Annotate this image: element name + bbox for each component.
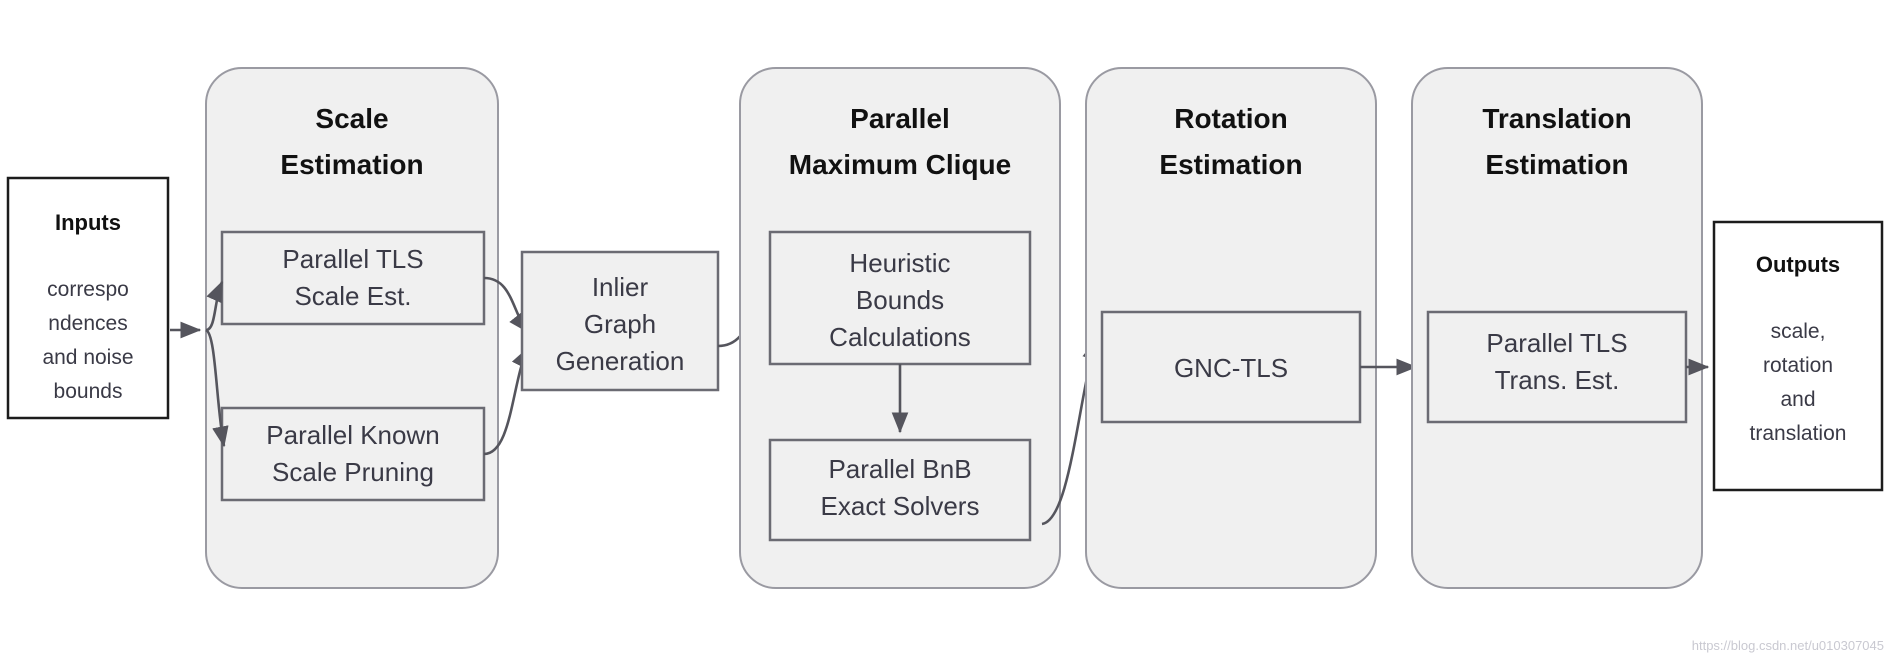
outputs-line-1: rotation bbox=[1763, 354, 1833, 377]
inputs-box bbox=[6, 176, 170, 420]
arrow-split-to-parallel-known-scale-pruning bbox=[205, 328, 229, 448]
scale-estimation-title-line-0: Scale bbox=[315, 103, 388, 134]
parallel-tls-trans-est-line-0: Parallel TLS bbox=[1486, 328, 1627, 358]
parallel-tls-trans-est-line-1: Trans. Est. bbox=[1495, 365, 1620, 395]
parallel-bnb-line-1: Exact Solvers bbox=[821, 491, 980, 521]
inlier-graph-generation-box[interactable] bbox=[520, 250, 720, 392]
gnc-tls-label: GNC-TLS bbox=[1174, 353, 1288, 383]
gnc-tls-box[interactable] bbox=[1100, 310, 1362, 424]
parallel-tls-scale-est-box[interactable] bbox=[220, 230, 486, 326]
outputs-line-3: translation bbox=[1750, 422, 1847, 445]
watermark-text: https://blog.csdn.net/u010307045 bbox=[1692, 638, 1884, 653]
translation-estimation-title-line-1: Estimation bbox=[1485, 149, 1628, 180]
inlier-graph-line-2: Generation bbox=[556, 346, 685, 376]
stage-translation-estimation: Translation Estimation Parallel TLS Tran… bbox=[1411, 67, 1703, 589]
inputs-line-3: bounds bbox=[54, 380, 123, 403]
outputs-title: Outputs bbox=[1756, 252, 1840, 277]
heuristic-bounds-line-0: Heuristic bbox=[849, 248, 950, 278]
heuristic-bounds-line-1: Bounds bbox=[856, 285, 944, 315]
parallel-maximum-clique-title-line-1: Maximum Clique bbox=[789, 149, 1011, 180]
outputs-block: Outputs scale, rotation and translation bbox=[1712, 220, 1884, 492]
parallel-known-scale-pruning-line-1: Scale Pruning bbox=[272, 457, 434, 487]
parallel-maximum-clique-title-line-0: Parallel bbox=[850, 103, 950, 134]
arrow-split-to-parallel-tls-scale-est bbox=[205, 280, 224, 332]
inlier-graph-line-1: Graph bbox=[584, 309, 656, 339]
rotation-estimation-title-line-1: Estimation bbox=[1159, 149, 1302, 180]
stage-parallel-maximum-clique: Parallel Maximum Clique Heuristic Bounds… bbox=[739, 67, 1061, 589]
parallel-bnb-line-0: Parallel BnB bbox=[828, 454, 971, 484]
inputs-line-0: correspo bbox=[47, 278, 129, 301]
rotation-estimation-title-line-0: Rotation bbox=[1174, 103, 1288, 134]
inputs-block: Inputs correspo ndences and noise bounds bbox=[6, 176, 170, 420]
parallel-tls-scale-est-line-0: Parallel TLS bbox=[282, 244, 423, 274]
scale-estimation-title-line-1: Estimation bbox=[280, 149, 423, 180]
heuristic-bounds-line-2: Calculations bbox=[829, 322, 971, 352]
outputs-line-0: scale, bbox=[1771, 320, 1826, 343]
inputs-title: Inputs bbox=[55, 210, 121, 235]
parallel-tls-scale-est-line-1: Scale Est. bbox=[294, 281, 411, 311]
parallel-tls-trans-est-box[interactable] bbox=[1426, 310, 1688, 424]
inputs-line-1: ndences bbox=[48, 312, 127, 335]
inlier-graph-generation-block: Inlier Graph Generation bbox=[520, 250, 720, 392]
stage-rotation-estimation: Rotation Estimation GNC-TLS bbox=[1085, 67, 1377, 589]
parallel-known-scale-pruning-line-0: Parallel Known bbox=[266, 420, 439, 450]
inlier-graph-line-0: Inlier bbox=[592, 272, 649, 302]
translation-estimation-title-line-0: Translation bbox=[1482, 103, 1631, 134]
outputs-line-2: and bbox=[1780, 388, 1815, 411]
inputs-line-2: and noise bbox=[42, 346, 133, 369]
scale-estimation-container bbox=[205, 67, 499, 589]
outputs-box bbox=[1712, 220, 1884, 492]
stage-scale-estimation: Scale Estimation Parallel TLS Scale Est.… bbox=[205, 67, 499, 589]
parallel-bnb-exact-solvers-box[interactable] bbox=[768, 438, 1032, 542]
parallel-known-scale-pruning-box[interactable] bbox=[220, 406, 486, 502]
